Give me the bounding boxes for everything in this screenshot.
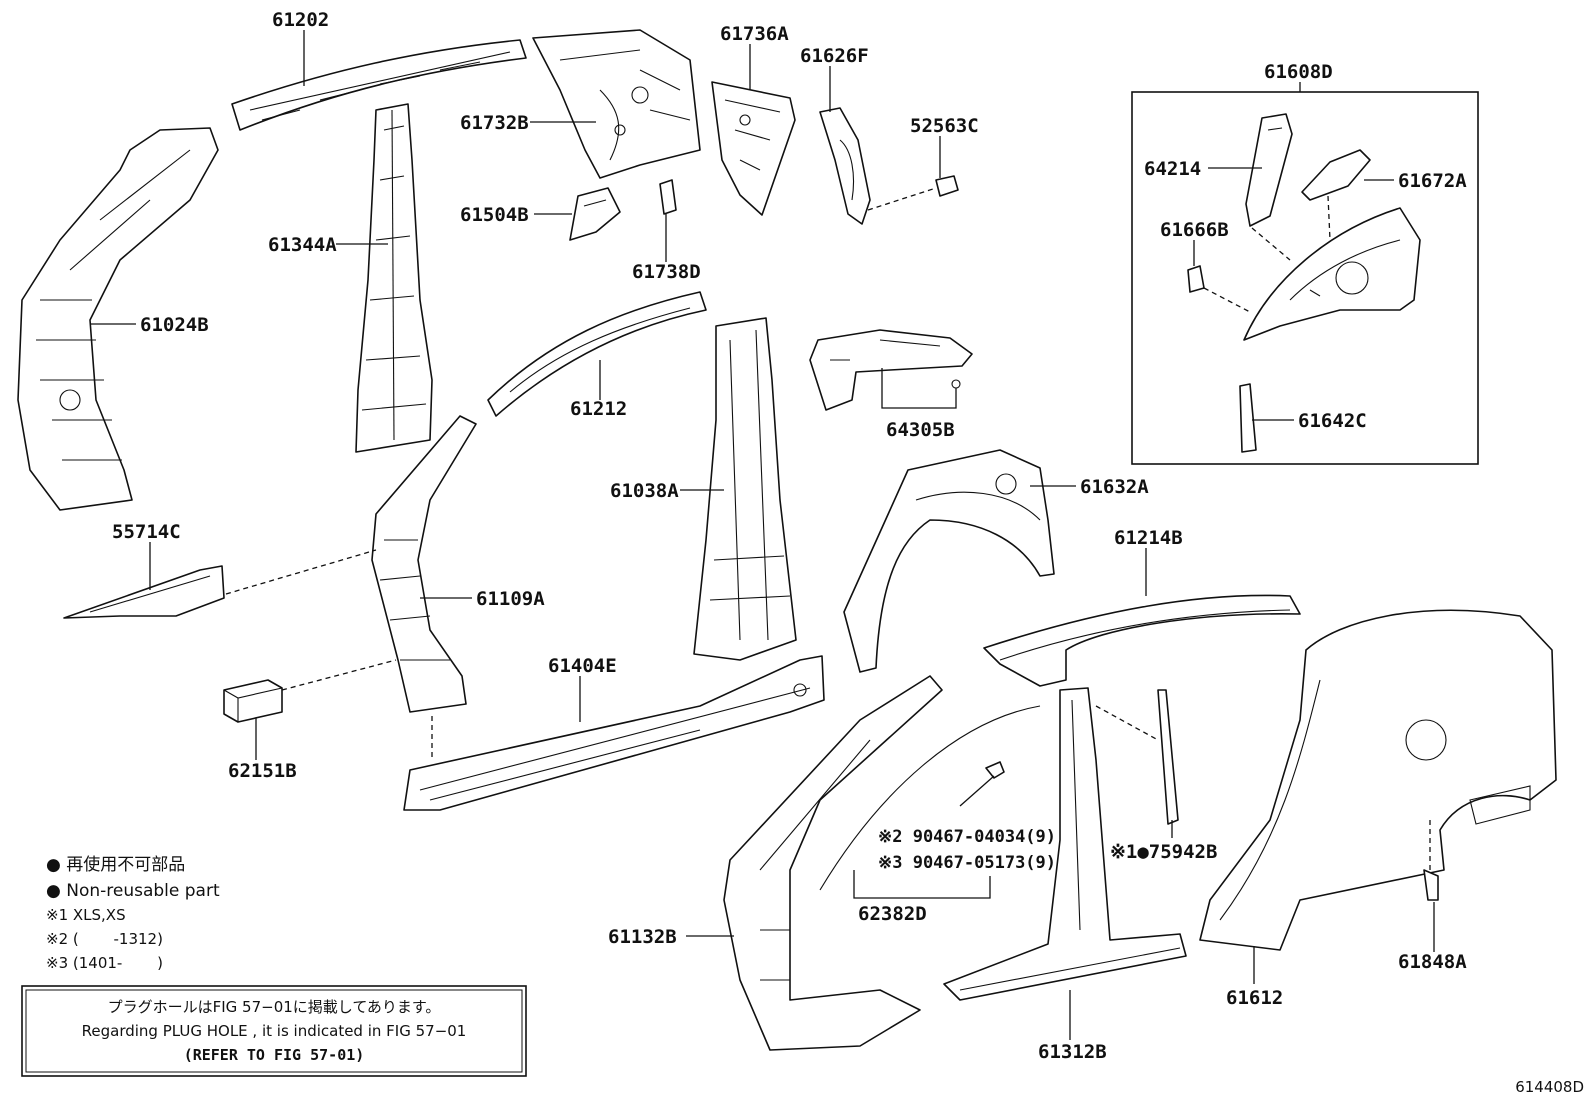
label-61626F: 61626F	[800, 45, 869, 67]
part-61214B-rail	[983, 594, 1301, 687]
part-61038A-pillar	[693, 317, 797, 661]
part-90467-clip	[985, 761, 1005, 779]
label-61608D: 61608D	[1264, 61, 1333, 83]
legend-note-3: ※3 (1401- )	[46, 954, 163, 972]
label-61738D: 61738D	[632, 261, 701, 283]
label-64305B: 64305B	[886, 419, 955, 441]
part-62151B-block	[223, 679, 283, 723]
part-75942B-moulding	[1157, 689, 1179, 825]
part-64305B-bracket	[809, 329, 973, 411]
label-61404E: 61404E	[548, 655, 617, 677]
part-61632A-wheelhouse	[843, 449, 1055, 673]
dashed-guides	[225, 187, 1431, 870]
legend-en: ● Non-reusable part	[46, 881, 220, 901]
note-jp: プラグホールはFIG 57−01に掲載してあります。	[108, 998, 441, 1016]
label-52563C: 52563C	[910, 115, 979, 137]
label-90467-05173: ※3 90467-05173(9)	[878, 853, 1056, 873]
legend-note-2: ※2 ( -1312)	[46, 930, 163, 948]
label-61666B: 61666B	[1160, 219, 1229, 241]
part-61109A-pillar	[371, 415, 477, 713]
part-61312B-pillar	[943, 687, 1187, 1001]
label-62382D: 62382D	[858, 903, 927, 925]
label-61612: 61612	[1226, 987, 1283, 1009]
part-61848A-cap	[1423, 869, 1439, 901]
part-61024B-pillar	[17, 127, 219, 511]
part-61344A-pillar	[355, 103, 433, 453]
legend: ● 再使用不可部品 ● Non-reusable part ※1 XLS,XS …	[46, 854, 220, 972]
part-55714C-panel	[63, 565, 225, 619]
part-52563C-clip	[935, 175, 959, 197]
label-90467-04034: ※2 90467-04034(9)	[878, 827, 1056, 847]
part-61132B-panel	[723, 675, 943, 1051]
label-61642C: 61642C	[1298, 410, 1367, 432]
part-62382D-strip	[819, 705, 1041, 891]
group-61608D	[1131, 91, 1479, 465]
label-61202: 61202	[272, 9, 329, 31]
label-61504B: 61504B	[460, 204, 529, 226]
label-75942B: ※1●75942B	[1110, 841, 1217, 863]
part-61202-rail	[231, 39, 527, 131]
label-61312B: 61312B	[1038, 1041, 1107, 1063]
label-61214B: 61214B	[1114, 527, 1183, 549]
part-61212-rail	[487, 291, 707, 417]
label-64214: 64214	[1144, 158, 1201, 180]
label-61038A: 61038A	[610, 480, 679, 502]
label-61732B: 61732B	[460, 112, 529, 134]
note-ref: (REFER TO FIG 57-01)	[184, 1046, 365, 1064]
note-en: Regarding PLUG HOLE , it is indicated in…	[82, 1022, 467, 1040]
label-61132B: 61132B	[608, 926, 677, 948]
legend-jp: ● 再使用不可部品	[46, 854, 185, 875]
part-61504B-bracket	[569, 187, 621, 241]
label-55714C: 55714C	[112, 521, 181, 543]
leader-lines	[90, 30, 1435, 1040]
label-62151B: 62151B	[228, 760, 297, 782]
part-61612-quarter	[1199, 609, 1557, 951]
plug-hole-note: プラグホールはFIG 57−01に掲載してあります。 Regarding PLU…	[21, 985, 527, 1077]
label-61848A: 61848A	[1398, 951, 1467, 973]
label-61344A: 61344A	[268, 234, 337, 256]
label-61672A: 61672A	[1398, 170, 1467, 192]
label-61632A: 61632A	[1080, 476, 1149, 498]
label-61736A: 61736A	[720, 23, 789, 45]
label-61024B: 61024B	[140, 314, 209, 336]
part-61732B-panel	[532, 29, 701, 179]
legend-note-1: ※1 XLS,XS	[46, 906, 126, 924]
part-61404E-rocker	[403, 655, 825, 811]
diagram-id: 614408D	[1515, 1078, 1584, 1096]
label-61109A: 61109A	[476, 588, 545, 610]
part-61738D-clip	[659, 179, 677, 215]
label-61212: 61212	[570, 398, 627, 420]
part-61626F-plate	[819, 107, 871, 225]
part-61736A-bracket	[711, 81, 796, 216]
